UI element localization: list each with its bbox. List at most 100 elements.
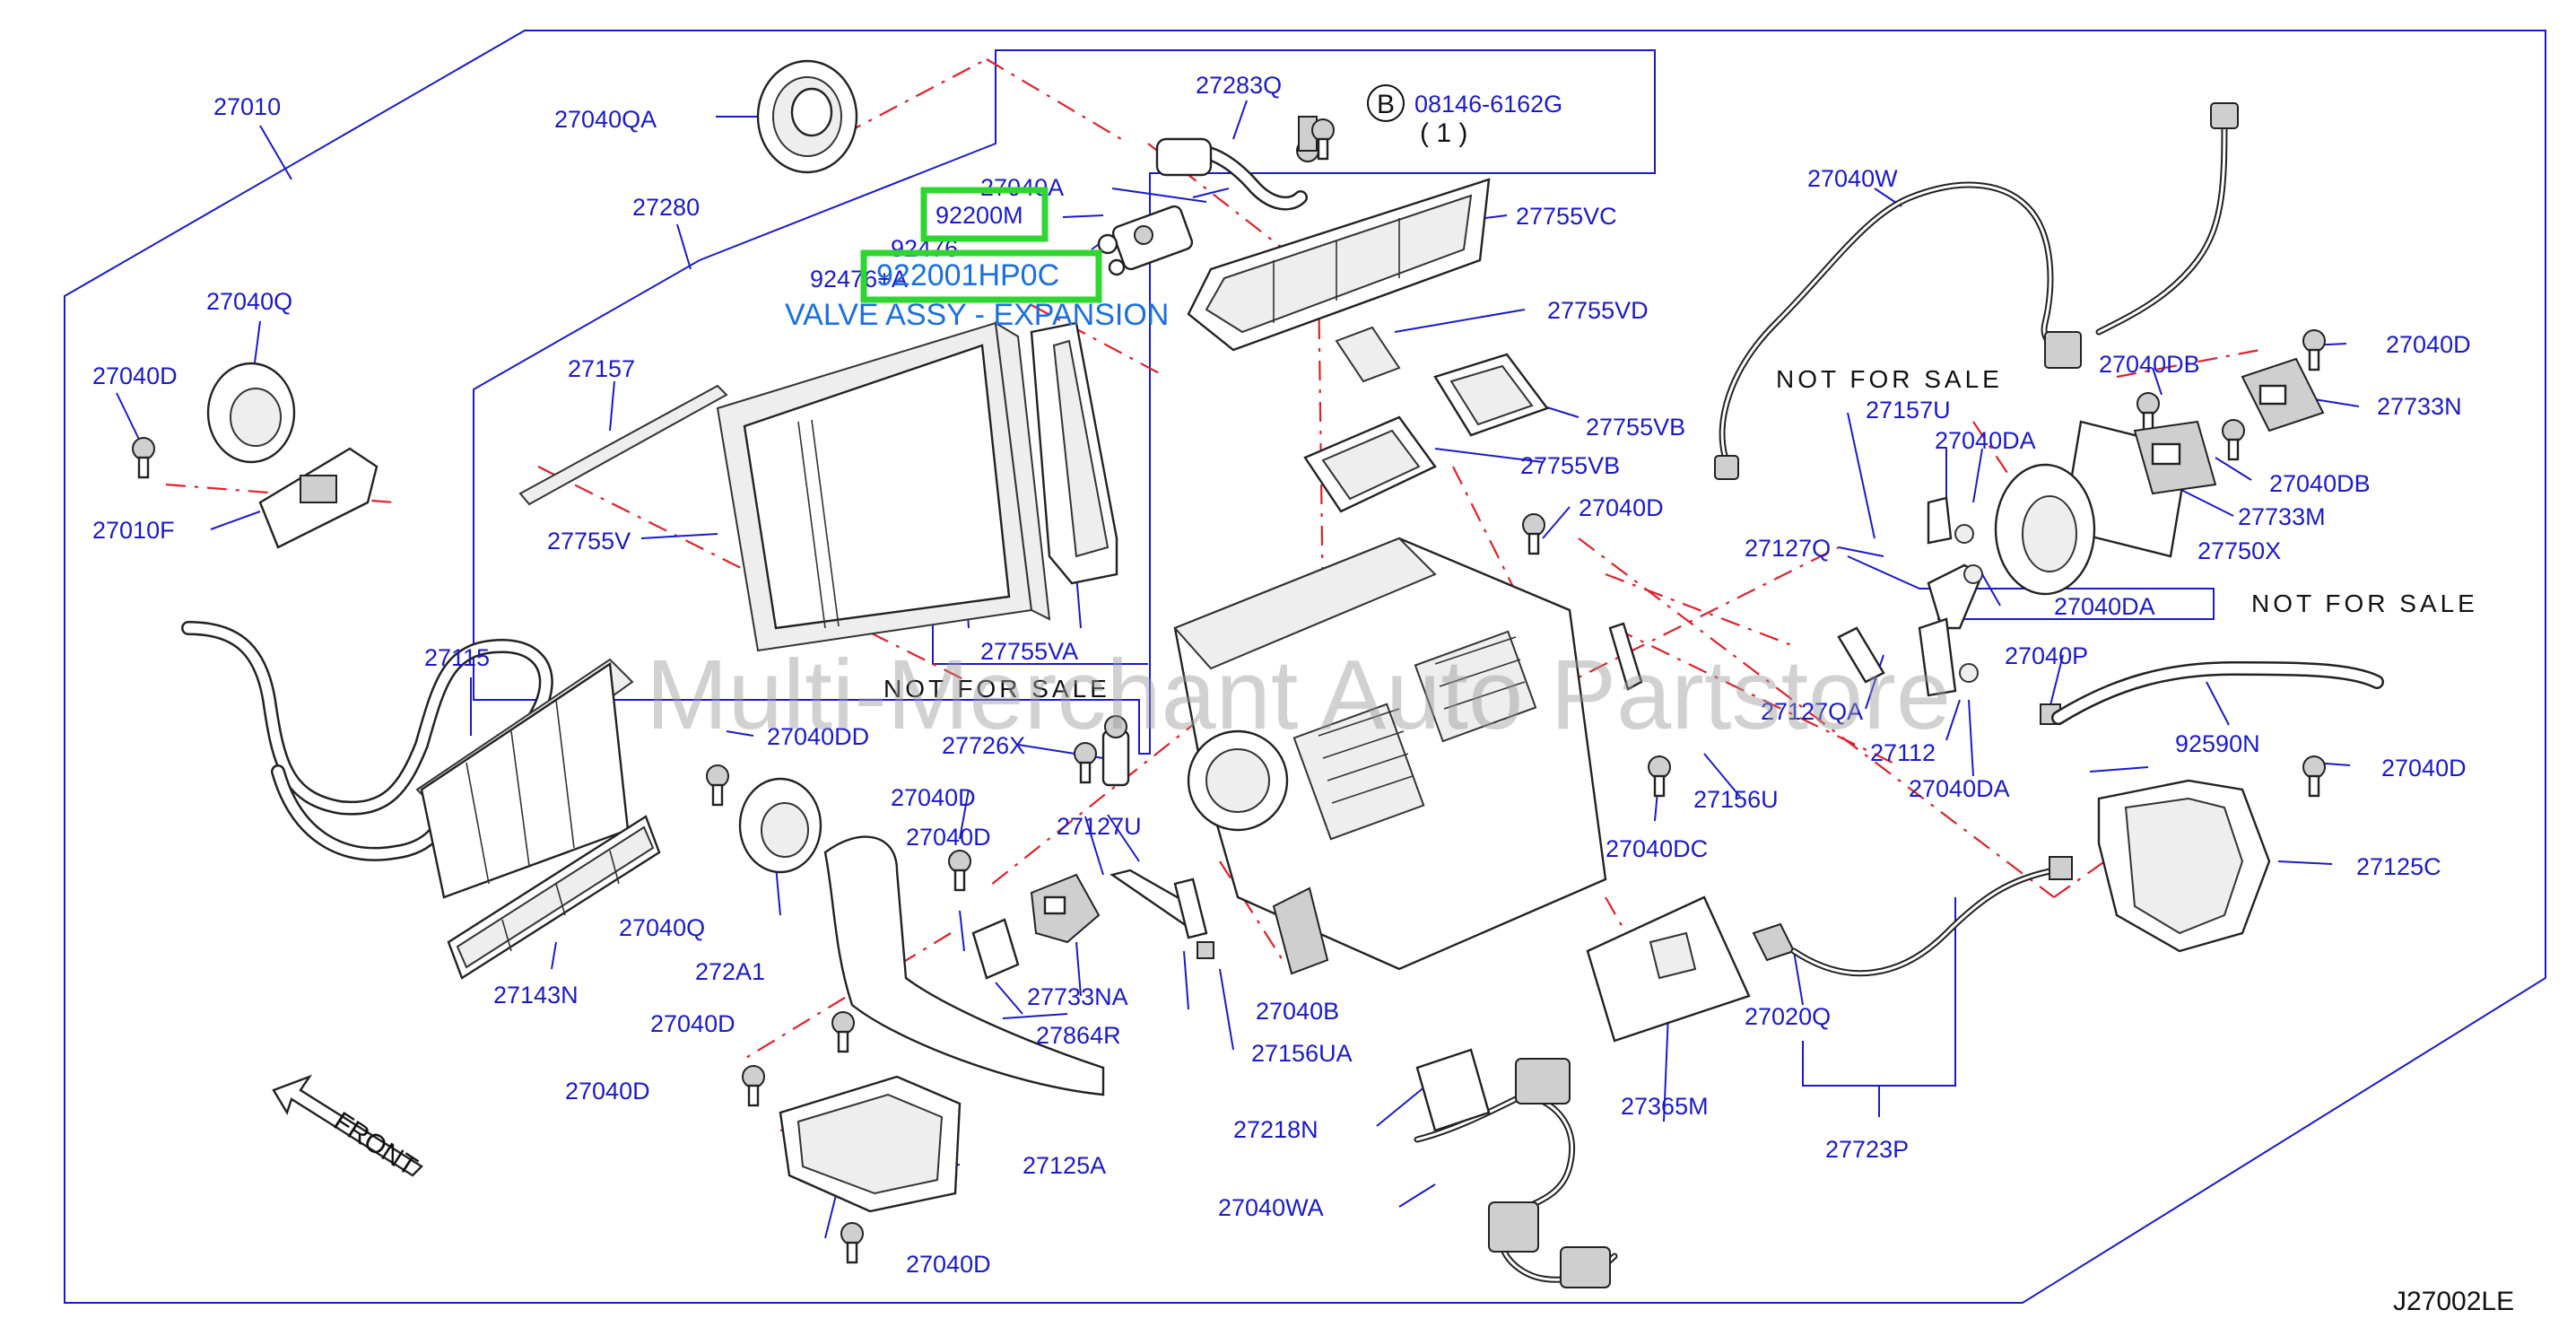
label-27040B: 27040B <box>1256 998 1339 1025</box>
link-27157U <box>1927 496 1953 545</box>
label-27127Q: 27127Q <box>1745 535 1831 562</box>
label-27156U: 27156U <box>1693 786 1779 813</box>
not-for-sale-left: NOT FOR SALE <box>883 675 1110 703</box>
bolt-callout: B 08146-6162G ( 1 ) <box>1367 84 1562 148</box>
label-27733N: 27733N <box>2377 393 2462 420</box>
label-27010: 27010 <box>213 93 281 120</box>
bolt-qty: ( 1 ) <box>1420 118 1467 148</box>
harness-27040W <box>1714 102 2239 480</box>
label-27040DA-b: 27040DA <box>2054 593 2155 620</box>
label-27040D-r2: 27040D <box>2381 755 2467 782</box>
bolt-number: 08146-6162G <box>1414 91 1562 118</box>
label-27040D-d3: 27040D <box>906 824 991 851</box>
label-27218N: 27218N <box>1233 1116 1318 1143</box>
label-27755VB-a: 27755VB <box>1586 414 1685 441</box>
label-27125A: 27125A <box>1023 1152 1106 1179</box>
wire-27723P <box>1790 856 2073 977</box>
label-27127QA: 27127QA <box>1761 698 1863 725</box>
label-27040Q-low: 27040Q <box>619 914 705 941</box>
grommet-27040Q-top <box>206 362 296 464</box>
label-27365M: 27365M <box>1621 1093 1709 1120</box>
label-27733M: 27733M <box>2238 503 2326 530</box>
bracket-27864R <box>971 918 1020 980</box>
actuator-27733N <box>2241 357 2325 432</box>
label-27040DD: 27040DD <box>767 723 869 750</box>
highlight-text-92200M: 92200M <box>936 202 1023 229</box>
seal-strip-27157 <box>518 384 728 506</box>
label-27040Q-top: 27040Q <box>206 288 292 315</box>
label-27733NA: 27733NA <box>1027 983 1128 1010</box>
evaporator-subframe <box>473 49 1656 755</box>
clip-27040B <box>1197 941 1214 959</box>
label-27040P: 27040P <box>2005 642 2088 669</box>
label-27127U: 27127U <box>1057 813 1142 840</box>
o-ring-parts <box>1097 233 1126 276</box>
label-27040D-d4: 27040D <box>650 1010 735 1037</box>
label-27020Q: 27020Q <box>1745 1003 1831 1030</box>
bolt-parts <box>132 118 2326 1264</box>
actuator-27750X-motor <box>1994 463 2096 596</box>
label-27040D-d6: 27040D <box>906 1251 991 1278</box>
label-27040DB-b: 27040DB <box>2269 470 2371 497</box>
watermark: Multi-Merchant Auto Partstore <box>646 640 1951 750</box>
not-for-sale-right: NOT FOR SALE <box>2251 589 2478 617</box>
seal-27755VD <box>1335 326 1401 383</box>
label-27125C: 27125C <box>2356 853 2441 880</box>
label-27010F: 27010F <box>92 517 175 544</box>
actuator-27733NA <box>1030 873 1101 944</box>
heater-core-27115 <box>415 658 634 899</box>
label-27755V: 27755V <box>547 528 631 554</box>
bracket-27010F <box>258 447 379 549</box>
label-27156UA: 27156UA <box>1251 1040 1353 1067</box>
label-27726X: 27726X <box>942 732 1025 759</box>
label-27040D-left: 27040D <box>92 362 178 389</box>
sensor-27726X <box>1101 715 1130 787</box>
duct-27125A <box>779 1075 962 1213</box>
drawing-code: J27002LE <box>2393 1287 2514 1316</box>
front-label: FRONT <box>328 1106 422 1182</box>
label-27143N: 27143N <box>493 982 579 1009</box>
link-27156U <box>1608 622 1643 691</box>
not-for-sale-top-right: NOT FOR SALE <box>1776 365 2003 393</box>
label-92590N: 92590N <box>2175 730 2260 757</box>
label-27723P: 27723P <box>1825 1136 1909 1163</box>
link-27127QA <box>1837 626 1885 684</box>
bolt-circle-letter: B <box>1377 90 1395 119</box>
label-27040QA: 27040QA <box>554 106 657 133</box>
link-27156UA <box>1173 878 1208 939</box>
filter-frame-27755VC <box>1187 178 1491 352</box>
label-27040DC: 27040DC <box>1606 835 1708 862</box>
actuator-27733M <box>2133 420 2217 495</box>
label-27864R: 27864R <box>1036 1022 1121 1049</box>
pipe-27283Q <box>1155 116 1319 211</box>
link-27112 <box>1918 617 1957 697</box>
grommet-27040Q-low <box>738 777 822 874</box>
highlight-box-92200M[interactable] <box>920 187 1049 242</box>
washer-parts <box>1954 524 1983 683</box>
label-27040DA-a: 27040DA <box>1935 427 2036 454</box>
duct-272A1 <box>823 835 1105 1096</box>
label-27040D-d2: 27040D <box>891 784 976 811</box>
duct-27125C <box>2097 779 2271 953</box>
label-27112: 27112 <box>1870 739 1936 766</box>
label-27157: 27157 <box>568 355 635 382</box>
highlight-box-922001HP0C[interactable] <box>860 249 1102 303</box>
main-frame <box>64 30 2546 1304</box>
label-27755VA: 27755VA <box>980 638 1078 665</box>
grommet-27040QA <box>756 59 858 174</box>
seal-27755VB-lower <box>1303 415 1437 513</box>
label-27755VD: 27755VD <box>1547 297 1649 324</box>
label-27750X: 27750X <box>2197 537 2281 564</box>
label-27040WA: 27040WA <box>1218 1194 1324 1221</box>
expansion-valve-part <box>1111 188 1230 271</box>
label-92476b: 92476+A <box>810 266 908 293</box>
label-27040W: 27040W <box>1807 165 1898 192</box>
part-labels: 27010 27040QA 27283Q 27280 27040A 92476 … <box>92 72 2471 1278</box>
label-27157U: 27157U <box>1866 397 1951 424</box>
seal-27755VB-upper <box>1433 353 1549 437</box>
pad-27365M <box>1586 895 1751 1043</box>
label-27755VC: 27755VC <box>1516 203 1617 230</box>
seal-27755VA <box>1030 321 1118 585</box>
connector-27020Q <box>1752 922 1796 962</box>
